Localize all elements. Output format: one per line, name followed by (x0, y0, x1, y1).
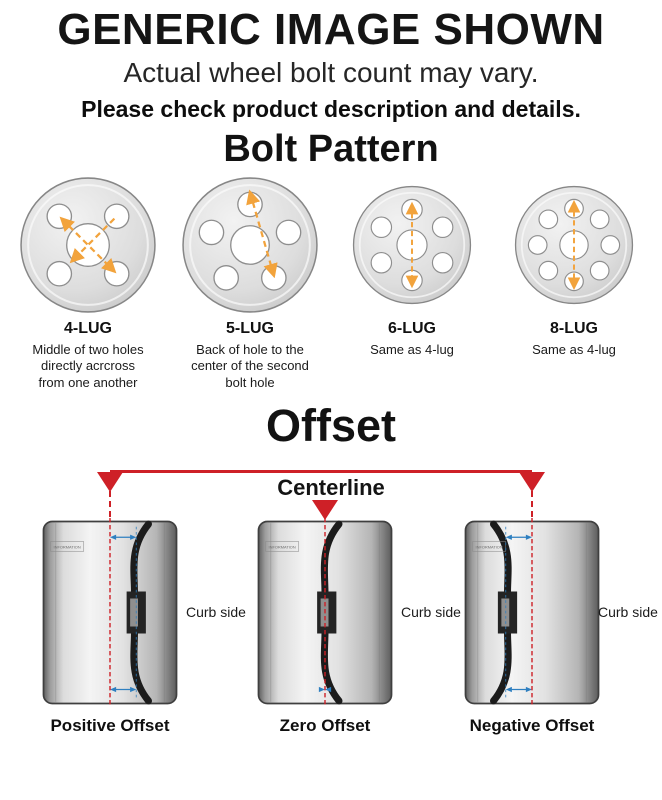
offset-type-label: Zero Offset (279, 716, 371, 736)
lug-label: 5-LUG (226, 319, 274, 337)
centerline-marker-icon (97, 472, 123, 493)
lug-description: Back of hole to the center of the second… (191, 341, 309, 391)
wheel-6-lug-diagram (352, 185, 472, 304)
centerline-drop (109, 491, 111, 518)
bolt-pattern-figure-8lug: 8-LUG Same as 4-lug (495, 173, 653, 359)
curb-side-label: Curb side (598, 604, 658, 621)
centerline-drop (531, 491, 533, 518)
wheel-4-lug-diagram (20, 176, 156, 313)
positive-offset-wheel-diagram: INFORMATION (40, 516, 180, 714)
wheel-hub-6lug (350, 173, 474, 317)
bolt-pattern-heading: Bolt Pattern (223, 127, 439, 170)
lug-label: 6-LUG (388, 319, 436, 337)
wheel-8-lug-diagram (514, 185, 634, 304)
curb-side-label: Curb side (401, 604, 461, 621)
wheel-hub-4lug (17, 173, 159, 317)
negative-offset-wheel-diagram: INFORMATION (462, 516, 602, 714)
offset-diagram: Centerline (0, 454, 662, 746)
offset-type-label: Negative Offset (469, 716, 595, 736)
centerline-marker-icon (519, 472, 545, 493)
spoke-profile (320, 520, 343, 597)
lug-label: 4-LUG (64, 319, 112, 337)
offset-heading: Offset (265, 400, 396, 452)
curb-side-label: Curb side (186, 604, 246, 621)
offset-type-label: Positive Offset (50, 716, 170, 736)
wheel-5-lug-diagram (182, 176, 318, 313)
watermark-text: INFORMATION (269, 545, 296, 550)
bolt-pattern-row: 4-LUG Middle of two holes directly acrcr… (0, 173, 662, 393)
zero-offset-wheel-diagram: INFORMATION (255, 516, 395, 714)
lug-description: Same as 4-lug (370, 341, 454, 357)
lug-label: 8-LUG (550, 319, 598, 337)
measurement-line (59, 216, 117, 273)
header: GENERIC IMAGE SHOWN Actual wheel bolt co… (0, 0, 662, 123)
lug-description: Middle of two holes directly acrcross fr… (32, 341, 144, 391)
watermark-text: INFORMATION (476, 545, 503, 550)
bolt-pattern-figure-4lug: 4-LUG Middle of two holes directly acrcr… (9, 173, 167, 393)
wheel-hub-8lug (512, 173, 636, 317)
center-bore (230, 224, 270, 265)
watermark-text: INFORMATION (54, 545, 81, 550)
main-title: GENERIC IMAGE SHOWN (57, 5, 605, 54)
bolt-pattern-figure-6lug: 6-LUG Same as 4-lug (333, 173, 491, 359)
lug-description: Same as 4-lug (532, 341, 616, 357)
spoke-profile (130, 520, 152, 597)
note-text: Please check product description and det… (81, 95, 581, 122)
centerline-label: Centerline (277, 475, 385, 501)
center-bore (559, 229, 589, 260)
centerline-line (110, 470, 532, 474)
spoke-profile (490, 520, 512, 597)
subtitle: Actual wheel bolt count may vary. (123, 56, 539, 88)
centerline-marker-icon (312, 500, 338, 521)
bolt-pattern-figure-5lug: 5-LUG Back of hole to the center of the … (171, 173, 329, 393)
measurement-line (246, 188, 278, 278)
offset-measure-arrow (318, 687, 325, 693)
wheel-hub-5lug (179, 173, 321, 317)
